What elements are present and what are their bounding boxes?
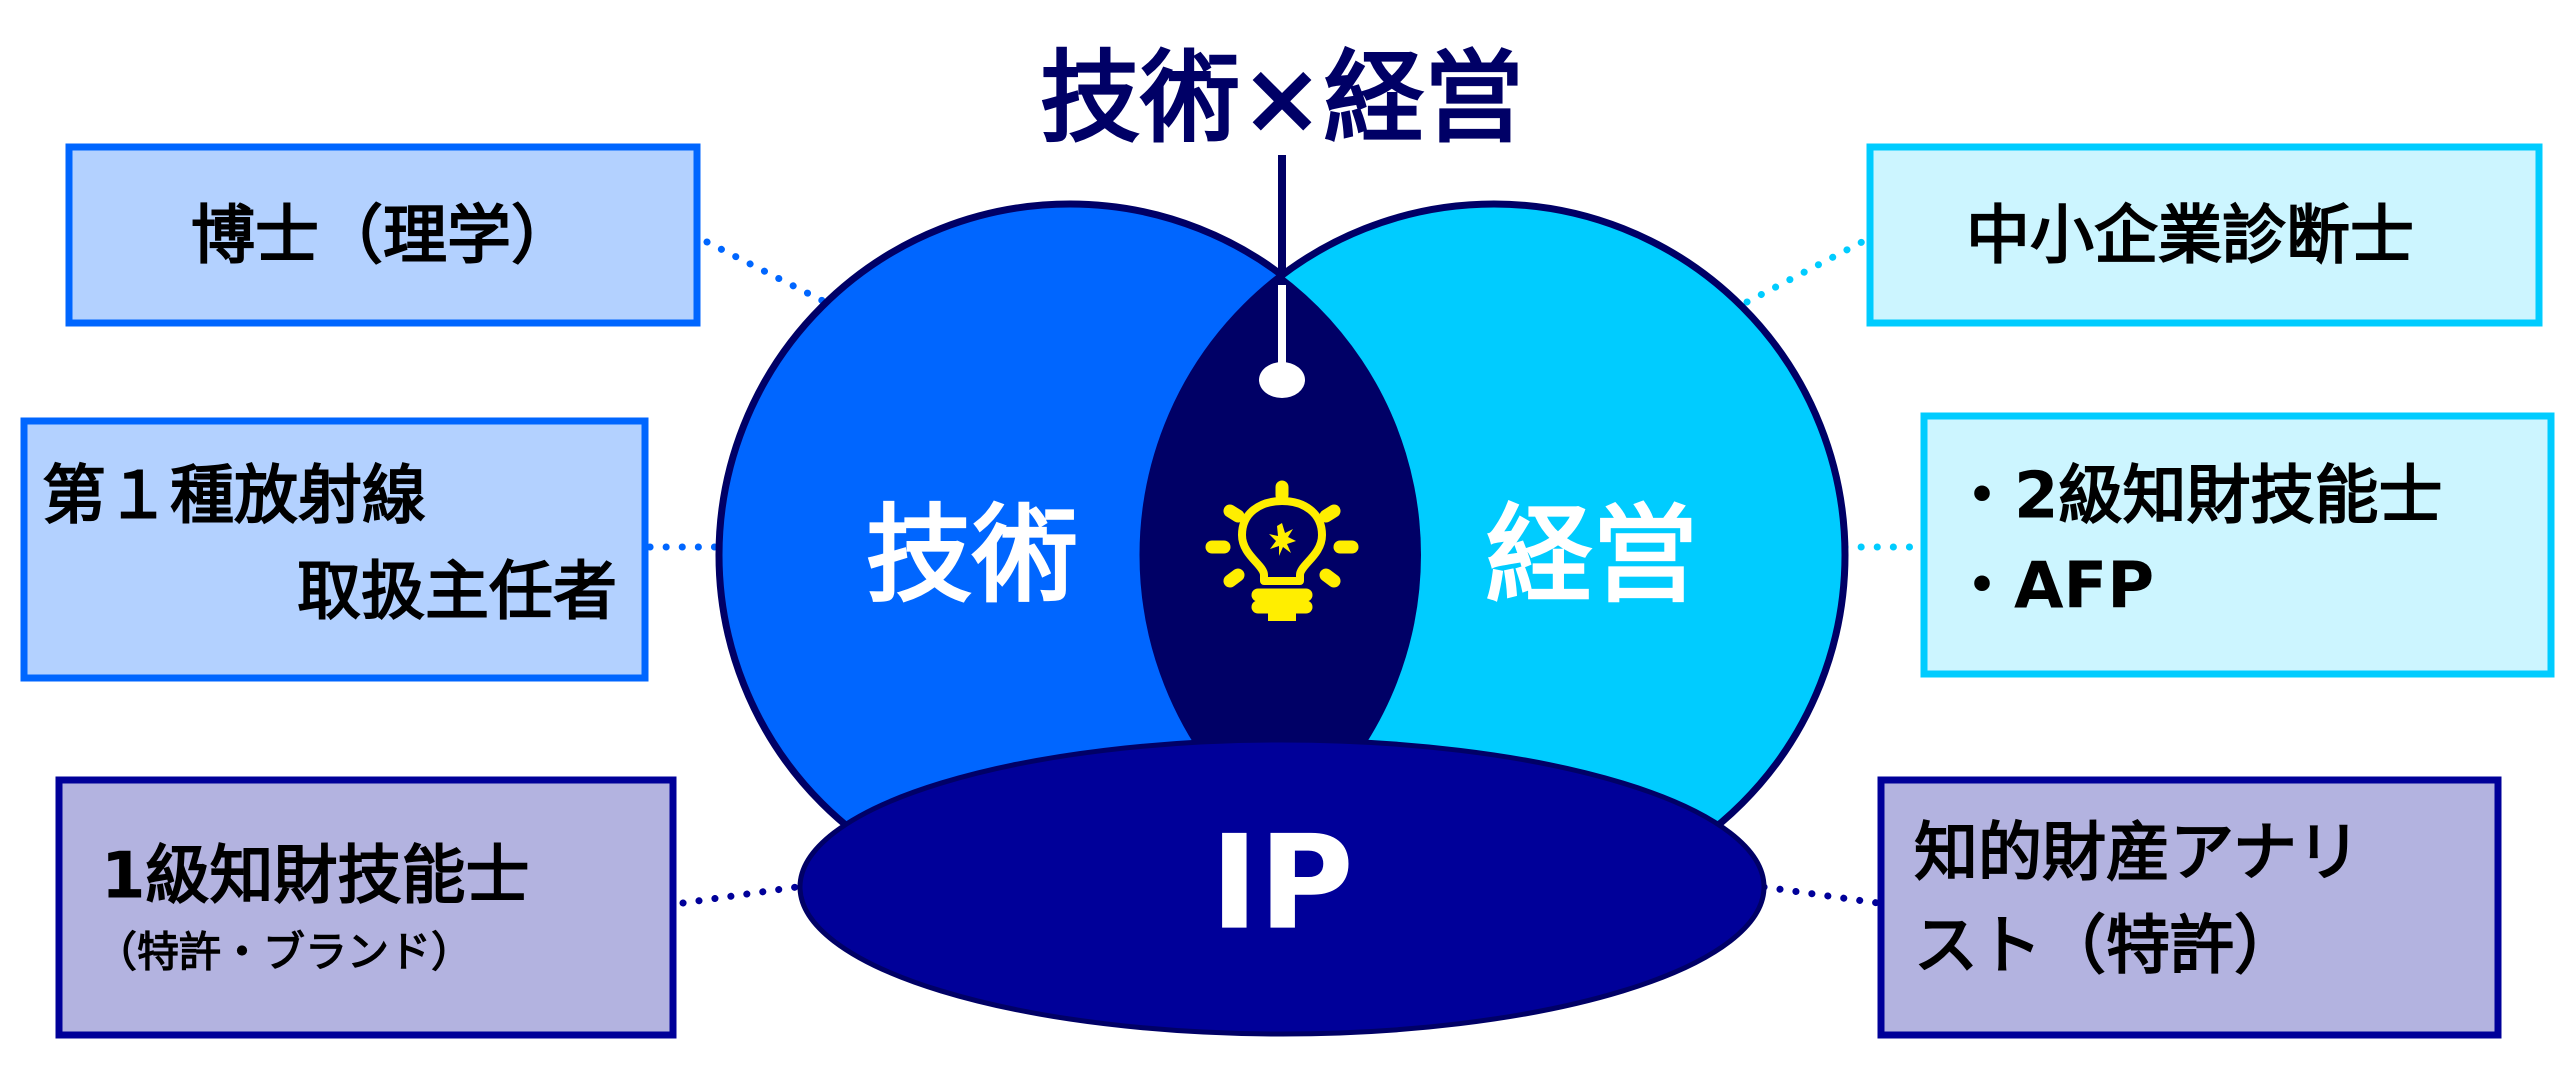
radiation-license-line1: 第１種放射線 (42, 460, 426, 534)
management-label: 経営 (1486, 494, 1698, 617)
ip-analyst-line2: スト（特許） (1914, 910, 2298, 984)
ip-skill-grade2-label: ・2級知財技能士 (1950, 460, 2443, 534)
ip-skill-grade1-sub: （特許・ブランド） (95, 928, 473, 977)
tech-label: 技術 (866, 494, 1078, 617)
afp-label: ・AFP (1950, 550, 2154, 624)
lightbulb-icon (1205, 480, 1359, 621)
sme-consultant-label: 中小企業診断士 (1966, 200, 2414, 274)
box-left-middle: 第１種放射線 取扱主任者 (20, 417, 649, 682)
box-right-top: 中小企業診断士 (1866, 143, 2543, 327)
connector-left-top (703, 238, 829, 306)
box-right-bottom: 知的財産アナリ スト（特許） (1877, 776, 2502, 1039)
ip-skill-grade1-label: 1級知財技能士 (101, 840, 530, 914)
ip-label: IP (1210, 807, 1354, 959)
diagram-title: 技術×経営 (1040, 39, 1524, 156)
ip-analyst-line1: 知的財産アナリ (1914, 817, 2361, 891)
ip-ellipse (797, 737, 1767, 1037)
phd-science-label: 博士（理学） (191, 200, 575, 274)
pin-dot (1259, 362, 1305, 398)
box-left-top: 博士（理学） (65, 143, 701, 327)
intersection-lens (1143, 204, 1421, 906)
box-left-bottom: 1級知財技能士 （特許・ブランド） (55, 776, 677, 1039)
connector-right-top (1743, 238, 1866, 306)
connector-right-bottom (1760, 883, 1882, 907)
radiation-license-line2: 取扱主任者 (297, 556, 617, 630)
connector-left-bottom (679, 883, 801, 907)
box-right-middle: ・2級知財技能士 ・AFP (1920, 412, 2555, 678)
